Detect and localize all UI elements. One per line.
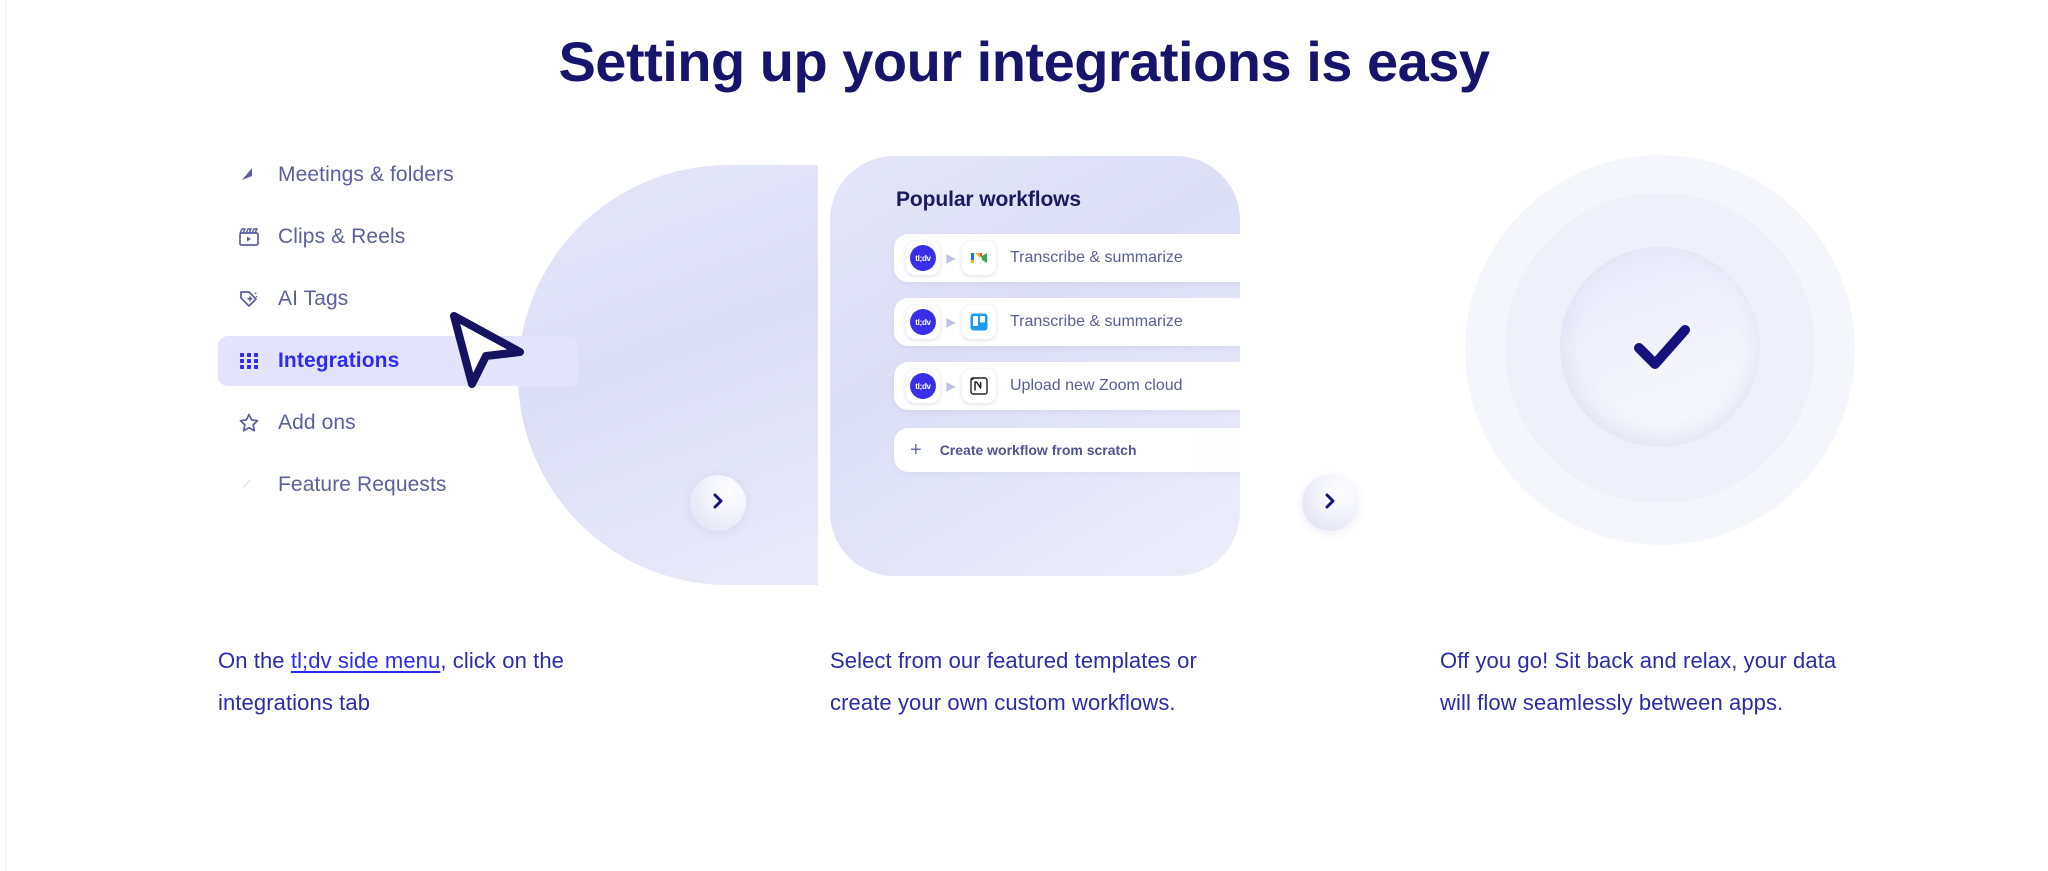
workflow-row[interactable]: tl;dv ▶ Transcribe & summarize (894, 298, 1240, 346)
sidebar-item-label: Integrations (278, 349, 400, 372)
step-column-sidebar: Meetings & folders Clips & Reels (218, 150, 838, 715)
workflow-row[interactable]: tl;dv ▶ (894, 234, 1240, 282)
sidebar-item-label: Clips & Reels (278, 225, 406, 248)
workflow-row-label: Transcribe & summarize (1010, 313, 1183, 330)
caption-text-before: On the (218, 648, 291, 673)
notion-icon (962, 369, 996, 403)
sidebar-item-ai-tags[interactable]: AI Tags (218, 274, 578, 324)
tldv-app-icon: tl;dv (906, 305, 940, 339)
page-title: Setting up your integrations is easy (558, 30, 1490, 93)
menu-spacer (218, 448, 578, 460)
tldv-logo-mark: tl;dv (910, 373, 936, 399)
sidebar-item-label: Feature Requests (278, 473, 447, 496)
steps-container: Meetings & folders Clips & Reels (0, 150, 2048, 790)
sidebar-item-integrations[interactable]: Integrations (218, 336, 578, 386)
tldv-side-menu-link[interactable]: tl;dv side menu (290, 648, 441, 673)
flow-arrow-icon: ▶ (946, 315, 956, 329)
create-workflow-from-scratch-button[interactable]: + Create workflow from scratch (894, 428, 1240, 472)
sidebar-item-feature-requests[interactable]: Feature Requests (218, 460, 578, 510)
workflow-card-visual: Popular workflows tl;dv ▶ (830, 150, 1390, 590)
google-meet-icon (962, 241, 996, 275)
sidebar-item-clips-reels[interactable]: Clips & Reels (218, 212, 578, 262)
plus-icon: + (910, 439, 922, 461)
step-caption-sidebar: On the tl;dv side menu, click on the int… (218, 640, 638, 724)
popular-workflows-title: Popular workflows (896, 188, 1081, 211)
workflow-row-label: Transcribe & summarize (1010, 249, 1183, 266)
tldv-logo-mark: tl;dv (910, 245, 936, 271)
faint-icon (236, 472, 262, 498)
tag-sparkle-icon (236, 286, 262, 312)
sidebar-item-label: AI Tags (278, 287, 349, 310)
check-icon (1625, 310, 1699, 384)
workflow-row-label: Upload new Zoom cloud (1010, 377, 1183, 394)
sidebar-item-label: Meetings & folders (278, 163, 454, 186)
mouse-cursor-arrow (446, 308, 528, 390)
step-column-done: Off you go! Sit back and relax, your dat… (1440, 150, 2048, 715)
ring-inner (1560, 247, 1760, 447)
next-step-button-2[interactable] (1302, 475, 1358, 531)
chevron-right-icon (708, 491, 728, 516)
tldv-logo-mark: tl;dv (910, 309, 936, 335)
trello-icon (962, 305, 996, 339)
grid-icon (236, 348, 262, 374)
step-column-templates: Popular workflows tl;dv ▶ (830, 150, 1450, 715)
sidebar-item-meetings-folders[interactable]: Meetings & folders (218, 150, 578, 200)
menu-spacer (218, 200, 578, 212)
folder-arrow-icon (236, 162, 262, 188)
star-icon (236, 410, 262, 436)
sidebar-item-label: Add ons (278, 411, 356, 434)
sidebar-item-add-ons[interactable]: Add ons (218, 398, 578, 448)
popular-workflows-card: Popular workflows tl;dv ▶ (830, 156, 1240, 576)
create-workflow-label: Create workflow from scratch (939, 442, 1137, 458)
flow-arrow-icon: ▶ (946, 379, 956, 393)
tldv-app-icon: tl;dv (906, 369, 940, 403)
step-caption-done: Off you go! Sit back and relax, your dat… (1440, 648, 1837, 715)
clapperboard-icon (236, 224, 262, 250)
menu-spacer (218, 262, 578, 274)
success-visual (1440, 150, 2000, 590)
step-caption-templates: Select from our featured templates or cr… (830, 648, 1197, 715)
success-rings (1465, 155, 1895, 585)
chevron-right-icon (1320, 491, 1340, 516)
workflow-row-list: tl;dv ▶ (894, 234, 1240, 426)
page-left-edge-line (5, 0, 6, 871)
flow-arrow-icon: ▶ (946, 251, 956, 265)
next-step-button-1[interactable] (690, 475, 746, 531)
tldv-app-icon: tl;dv (906, 241, 940, 275)
workflow-row[interactable]: tl;dv ▶ Upload new Zoom cloud (894, 362, 1240, 410)
caption-text-after: , click on the integrations tab (218, 648, 565, 715)
sidebar-menu: Meetings & folders Clips & Reels (218, 150, 578, 510)
sidebar-visual: Meetings & folders Clips & Reels (218, 150, 818, 590)
